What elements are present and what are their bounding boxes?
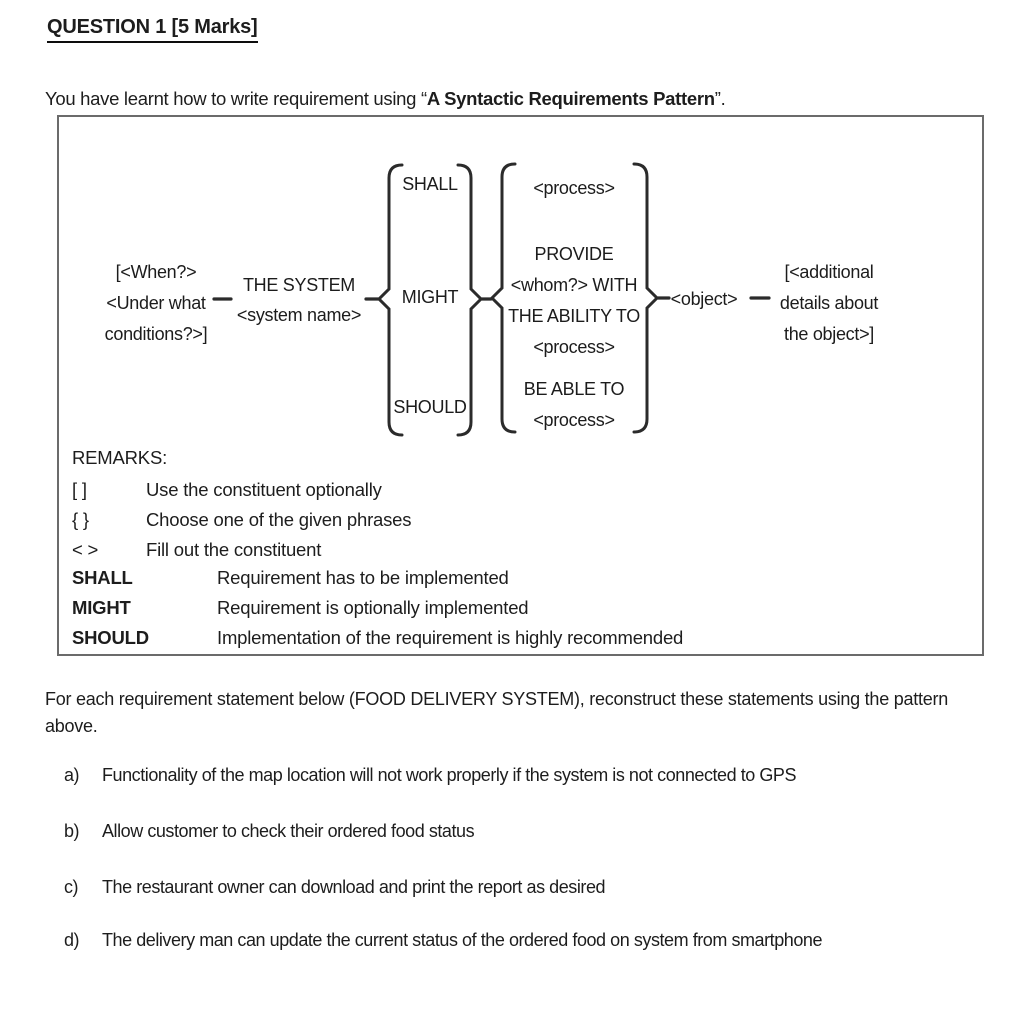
remark-keyword: MIGHT bbox=[72, 597, 131, 618]
remark-row: SHOULD Implementation of the requirement… bbox=[72, 625, 683, 650]
intro-pattern-name: A Syntactic Requirements Pattern bbox=[426, 88, 715, 109]
remark-description: Use the constituent optionally bbox=[146, 479, 382, 500]
task-instruction: For each requirement statement below (FO… bbox=[45, 689, 948, 736]
process-option-2-line: <process> bbox=[533, 337, 615, 357]
system-clause: THE SYSTEM <system name> bbox=[224, 270, 374, 330]
remark-row: { } Choose one of the given phrases bbox=[72, 507, 412, 532]
system-clause-line: <system name> bbox=[236, 305, 362, 325]
additional-details-line: details about bbox=[779, 293, 879, 313]
additional-details-line: the object>] bbox=[784, 324, 874, 344]
intro-text: You have learnt how to write requirement… bbox=[45, 88, 726, 110]
remark-row: SHALL Requirement has to be implemented bbox=[72, 565, 509, 590]
remark-description: Choose one of the given phrases bbox=[146, 509, 412, 530]
remark-row: [ ] Use the constituent optionally bbox=[72, 477, 382, 502]
list-item: c) The restaurant owner can download and … bbox=[64, 877, 1004, 898]
list-item-text: Allow customer to check their ordered fo… bbox=[102, 821, 475, 841]
list-item: a) Functionality of the map location will… bbox=[64, 765, 1004, 786]
list-item-text: The restaurant owner can download and pr… bbox=[102, 877, 606, 897]
remark-description: Implementation of the requirement is hig… bbox=[217, 627, 684, 648]
intro-suffix: ”. bbox=[714, 88, 726, 109]
list-item-label: d) bbox=[64, 930, 80, 950]
process-option-3-line: BE ABLE TO bbox=[523, 379, 625, 399]
modal-option-should: SHOULD bbox=[393, 397, 467, 417]
remark-keyword: SHALL bbox=[72, 567, 133, 588]
syntactic-pattern-figure: [<When?> <Under what conditions?>] THE S… bbox=[57, 115, 984, 656]
object-clause: <object> bbox=[670, 289, 738, 309]
when-clause: [<When?> <Under what conditions?>] bbox=[81, 257, 231, 350]
remark-row: MIGHT Requirement is optionally implemen… bbox=[72, 595, 529, 620]
system-clause-line: THE SYSTEM bbox=[242, 275, 355, 295]
list-item-label: b) bbox=[64, 821, 80, 841]
list-item-label: a) bbox=[64, 765, 80, 785]
process-option-2-line: PROVIDE bbox=[534, 244, 614, 264]
additional-details-line: [<additional bbox=[784, 262, 874, 282]
list-item-text: The delivery man can update the current … bbox=[102, 930, 823, 950]
process-option-3-line: <process> bbox=[533, 410, 615, 430]
remark-description: Requirement is optionally implemented bbox=[217, 597, 529, 618]
remark-row: < > Fill out the constituent bbox=[72, 537, 321, 562]
page-title: QUESTION 1 [5 Marks] bbox=[47, 16, 258, 43]
remarks-heading: REMARKS: bbox=[72, 447, 168, 468]
remark-symbol: < > bbox=[72, 539, 99, 560]
process-option-2-line: <whom?> WITH bbox=[510, 275, 638, 295]
intro-prefix: You have learnt how to write requirement… bbox=[45, 88, 427, 109]
additional-details-clause: [<additional details about the object>] bbox=[759, 257, 899, 350]
list-item-label: c) bbox=[64, 877, 79, 897]
remark-symbol: [ ] bbox=[72, 479, 87, 500]
when-clause-line: <Under what bbox=[106, 293, 206, 313]
remark-description: Fill out the constituent bbox=[146, 539, 322, 560]
modal-option-might: MIGHT bbox=[401, 287, 459, 307]
process-option-3: BE ABLE TO <process> bbox=[484, 374, 664, 436]
process-option-1: <process> bbox=[533, 178, 615, 198]
brace-decorations bbox=[212, 162, 771, 437]
process-option-2-line: THE ABILITY TO bbox=[508, 306, 640, 326]
list-item: d) The delivery man can update the curren… bbox=[64, 930, 1004, 951]
process-option-2: PROVIDE <whom?> WITH THE ABILITY TO <pro… bbox=[484, 239, 664, 363]
remark-description: Requirement has to be implemented bbox=[217, 567, 509, 588]
list-item-text: Functionality of the map location will n… bbox=[102, 765, 797, 785]
when-clause-line: [<When?> bbox=[115, 262, 197, 282]
when-clause-line: conditions?>] bbox=[104, 324, 208, 344]
modal-option-shall: SHALL bbox=[402, 174, 458, 194]
remark-keyword: SHOULD bbox=[72, 627, 149, 648]
remark-symbol: { } bbox=[72, 509, 89, 530]
list-item: b) Allow customer to check their ordered … bbox=[64, 821, 1004, 842]
